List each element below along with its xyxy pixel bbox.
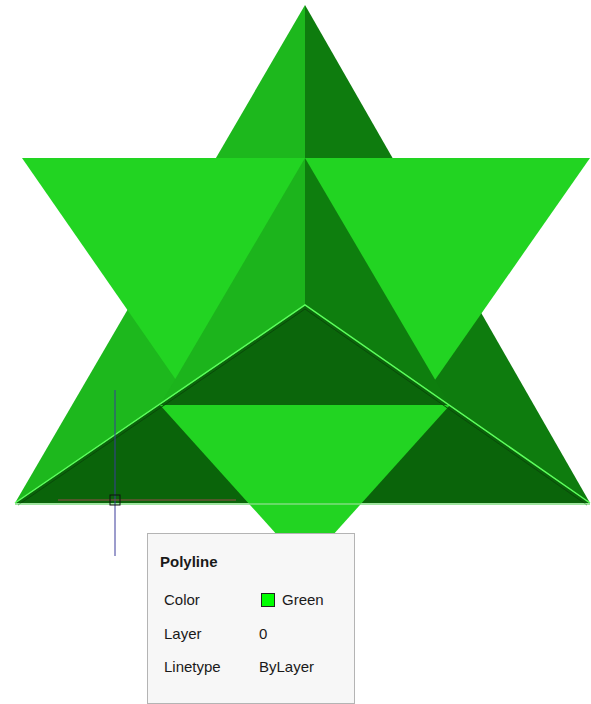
property-text: Color: [164, 591, 200, 609]
tooltip-title: Polyline: [160, 553, 218, 571]
selected-polyline: [15, 305, 590, 503]
property-text: Green: [282, 591, 324, 609]
base-edge: [15, 503, 590, 505]
inner-bottom-face: [160, 305, 450, 405]
property-text: ByLayer: [259, 658, 314, 676]
polyline-shadow: [18, 309, 587, 505]
down-triangle: [22, 158, 590, 566]
color-swatch-fill: [262, 594, 275, 607]
color-swatch: [261, 593, 275, 607]
property-tooltip: PolylineColor GreenLayer 0Linetype ByLayer: [147, 533, 355, 704]
property-text: Linetype: [164, 658, 221, 676]
cursor-pickbox: [110, 495, 120, 505]
cursor-vertical: [115, 390, 116, 556]
property-text: Layer: [164, 625, 202, 643]
cursor-horizontal: [58, 500, 236, 501]
property-text: 0: [259, 625, 267, 643]
